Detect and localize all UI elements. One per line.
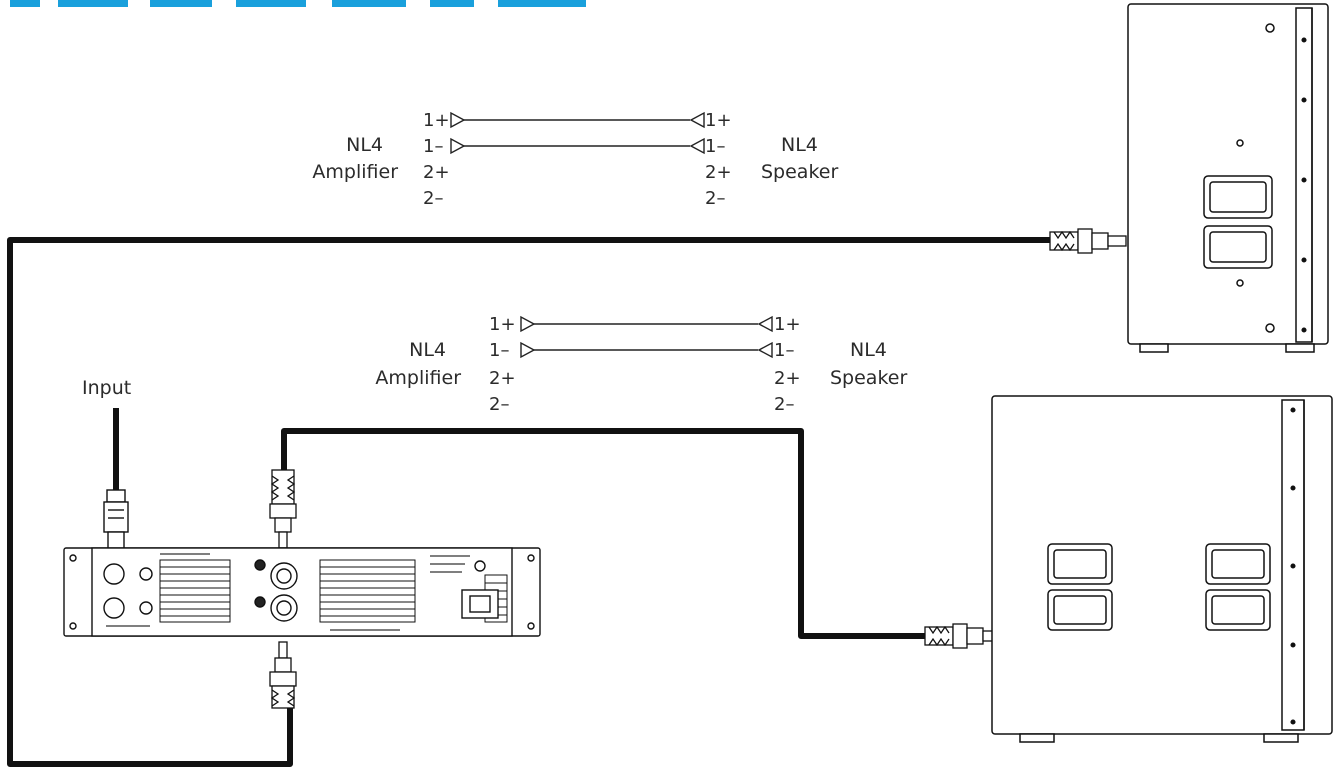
top-pinout-diagram: NL4 Amplifier NL4 Speaker 1+ 1– 2+ 2– 1+…	[312, 110, 838, 209]
nl4-connector-icon	[269, 469, 297, 549]
cable-to-subwoofer	[281, 428, 925, 639]
top-right-pin-4: 2–	[705, 188, 725, 209]
nl4-connector-icon	[1049, 228, 1127, 254]
full-range-speaker-icon	[1127, 3, 1329, 353]
bottom-wire-1	[520, 315, 773, 333]
xlr-connector-icon	[103, 489, 129, 551]
bottom-left-title-2: Amplifier	[375, 367, 461, 389]
page-title-fragment	[10, 0, 586, 7]
nl4-connector-icon	[924, 623, 1002, 649]
top-left-title-2: Amplifier	[312, 161, 398, 183]
top-right-pin-2: 1–	[705, 136, 725, 157]
top-right-title-1: NL4	[781, 134, 818, 156]
top-left-pin-4: 2–	[423, 188, 443, 209]
power-amplifier-icon	[63, 547, 541, 637]
bottom-right-pin-1: 1+	[774, 314, 801, 335]
top-left-title-1: NL4	[346, 134, 383, 156]
top-wire-1	[450, 111, 705, 129]
bottom-right-title-1: NL4	[850, 339, 887, 361]
bottom-left-pin-2: 1–	[489, 340, 509, 361]
subwoofer-cabinet-icon	[991, 395, 1333, 743]
bottom-right-title-2: Speaker	[830, 367, 907, 389]
bottom-left-pin-1: 1+	[489, 314, 516, 335]
bottom-wire-2	[520, 341, 773, 359]
cable-to-top-speaker	[7, 237, 1050, 767]
bottom-pinout-diagram: NL4 Amplifier NL4 Speaker 1+ 1– 2+ 2– 1+…	[375, 314, 907, 415]
input-label: Input	[82, 377, 131, 399]
top-right-title-2: Speaker	[761, 161, 838, 183]
nl4-connector-icon	[269, 641, 297, 709]
bottom-right-pin-4: 2–	[774, 394, 794, 415]
top-left-pin-3: 2+	[423, 162, 450, 183]
top-left-pin-2: 1–	[423, 136, 443, 157]
bottom-right-pin-3: 2+	[774, 368, 801, 389]
speaker-cables	[7, 237, 1050, 767]
bottom-left-pin-4: 2–	[489, 394, 509, 415]
bottom-right-pin-2: 1–	[774, 340, 794, 361]
top-wire-2	[450, 137, 705, 155]
top-right-pin-3: 2+	[705, 162, 732, 183]
top-left-pin-1: 1+	[423, 110, 450, 131]
bottom-left-pin-3: 2+	[489, 368, 516, 389]
bottom-left-title-1: NL4	[409, 339, 446, 361]
top-right-pin-1: 1+	[705, 110, 732, 131]
